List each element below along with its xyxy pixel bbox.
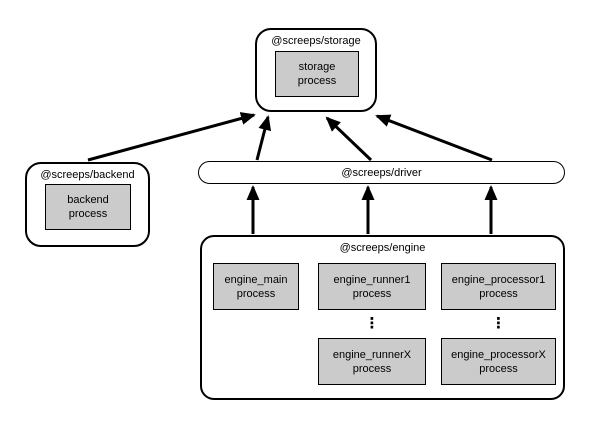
arrow-driver-to-storage-right (375, 114, 493, 162)
backend-process-box: backend process (45, 184, 131, 230)
node-backend-group: @screeps/backend backend process (25, 162, 150, 247)
storage-process-label: storage process (297, 61, 337, 87)
runner-ellipsis: ⋮ (364, 315, 380, 332)
engine-processor1-process-label: engine_processor1 process (451, 273, 546, 300)
node-storage-group: @screeps/storage storage process (255, 28, 377, 112)
processor-ellipsis: ⋮ (491, 315, 506, 332)
backend-process-label: backend process (67, 194, 109, 220)
backend-title: @screeps/backend (40, 169, 135, 181)
node-driver-pill: @screeps/driver (198, 161, 565, 184)
engine-main-process-box: engine_main process (213, 263, 299, 310)
arrow-driver-to-storage-left (255, 115, 272, 161)
engine-title: @screeps/engine (339, 242, 426, 254)
arrow-backend-to-storage (87, 112, 256, 162)
arrow-driver-to-storage-mid (325, 116, 373, 162)
engine-runnerX-process-box: engine_runnerX process (318, 338, 426, 385)
engine-processorX-process-box: engine_processorX process (441, 338, 556, 385)
engine-runner1-process-label: engine_runner1 process (333, 273, 411, 300)
engine-runner1-process-box: engine_runner1 process (318, 263, 426, 310)
node-engine-group: @screeps/engine engine_main process engi… (200, 235, 565, 400)
engine-processorX-process-label: engine_processorX process (451, 348, 546, 375)
storage-title: @screeps/storage (271, 35, 361, 47)
engine-runnerX-process-label: engine_runnerX process (332, 348, 412, 375)
storage-process-box: storage process (275, 51, 359, 97)
engine-processor1-process-box: engine_processor1 process (441, 263, 556, 310)
engine-main-process-label: engine_main process (224, 273, 288, 300)
driver-title: @screeps/driver (341, 166, 422, 179)
